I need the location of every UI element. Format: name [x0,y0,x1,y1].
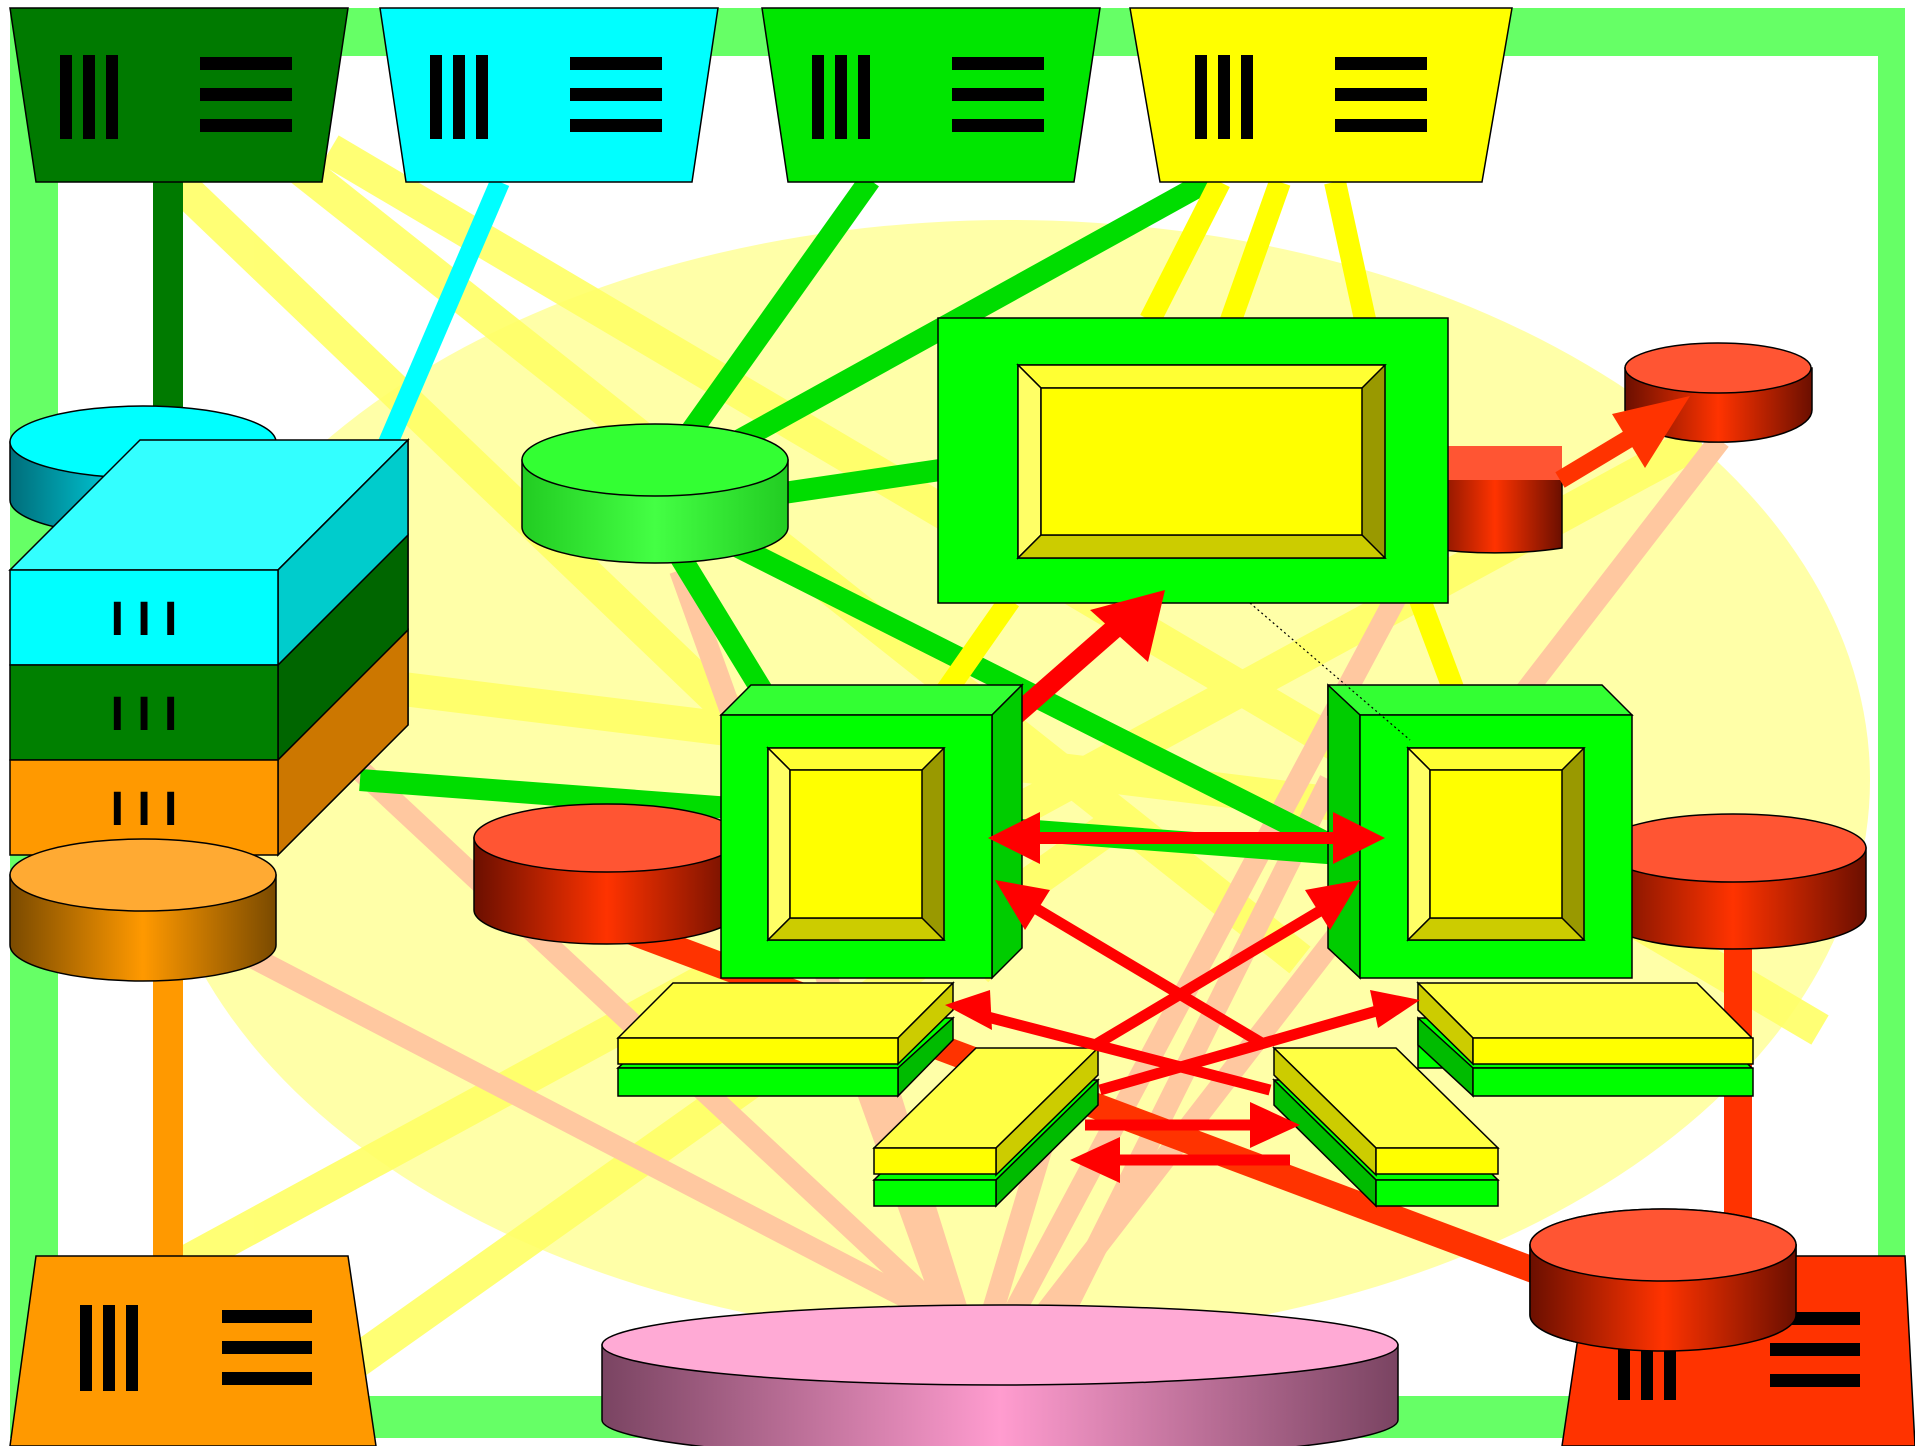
trigram-icon [570,57,662,132]
central-server-box [938,318,1448,603]
right-server-box [1328,685,1632,978]
stack-layer-dark-green: I I I [10,665,278,760]
orange-cylinder [10,839,276,981]
roman-three-icon [430,55,488,139]
unit-green [762,8,1100,182]
roman-three-icon [812,55,870,139]
stack-layer-cyan: I I I [10,570,278,665]
trigram-icon [1335,57,1427,132]
roman-three-icon [1195,55,1253,139]
stack-layer-label: I I I [111,783,178,836]
pink-storage-cylinder [602,1305,1398,1446]
stack-layer-label: I I I [111,593,178,646]
roman-three-icon [80,1305,138,1391]
green-cylinder [522,424,788,563]
switch-slab-left [618,983,953,1096]
red-cylinder-right [1600,814,1866,949]
stack-layer-label: I I I [111,688,178,741]
unit-orange [10,1256,376,1446]
trigram-icon [222,1310,312,1385]
red-cylinder-left [474,804,740,944]
trigram-icon [952,57,1044,132]
switch-slab-right [1418,983,1753,1096]
unit-dark-green [10,8,348,182]
left-server-box [721,685,1022,978]
unit-yellow [1130,8,1512,182]
roman-three-icon [60,55,118,139]
trigram-icon [200,57,292,132]
unit-cyan [380,8,718,182]
red-cylinder-bottom-right-front [1530,1209,1796,1351]
